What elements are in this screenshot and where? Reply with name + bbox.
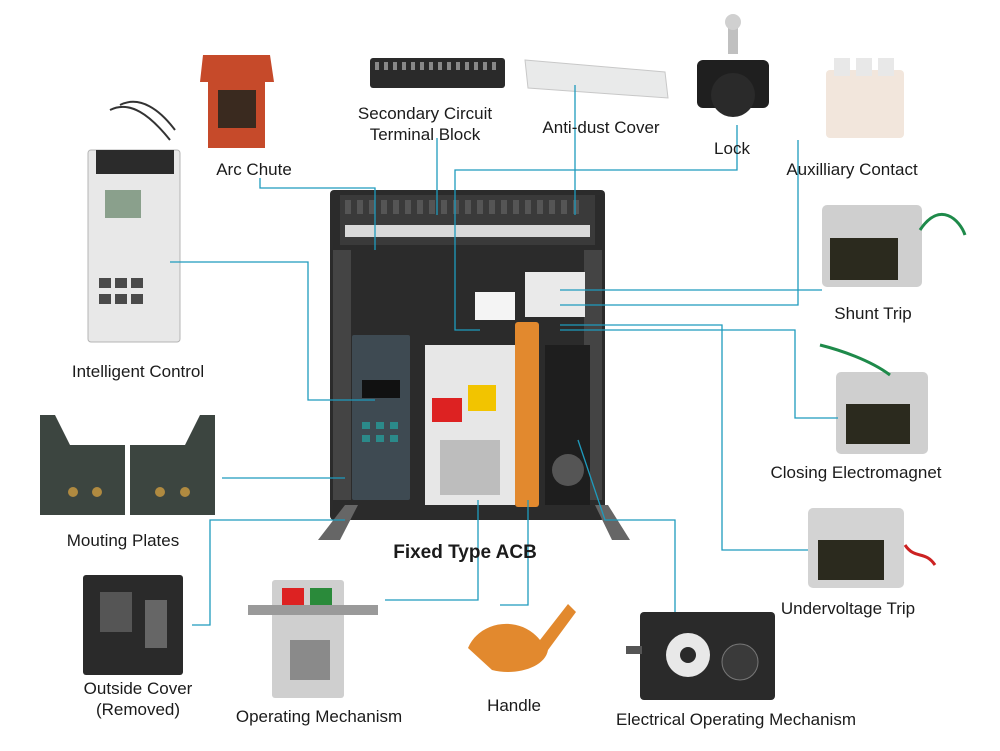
operating-mechanism-illustration (248, 580, 378, 698)
intelligent-control-illustration (87, 100, 181, 343)
page-title: Fixed Type ACB (393, 542, 537, 563)
label-arc-chute: Arc Chute (216, 160, 292, 179)
fixed-type-acb-illustration (318, 190, 630, 540)
handle-illustration (468, 604, 576, 672)
anti-dust-cover-illustration (524, 59, 669, 99)
outside-cover-illustration (83, 575, 183, 675)
lock-illustration (697, 14, 769, 117)
label-intelligent-control: Intelligent Control (71, 362, 205, 381)
label-outside-cover: Outside Cover (Removed) (83, 679, 193, 719)
label-shunt-trip: Shunt Trip (834, 304, 912, 323)
arc-chute-illustration (200, 55, 274, 148)
shunt-trip-illustration (822, 205, 967, 287)
leader-undervoltage-trip (560, 324, 808, 551)
label-mounting-plates: Mouting Plates (66, 531, 180, 550)
label-electrical-operating-mechanism: Electrical Operating Mechanism (616, 710, 856, 729)
leader-lines (170, 85, 838, 626)
leader-operating-mechanism (385, 500, 479, 601)
label-closing-electromagnet: Closing Electromagnet (770, 463, 942, 482)
electrical-operating-mechanism-illustration (626, 612, 775, 700)
leader-arc-chute (259, 178, 376, 250)
terminal-block-illustration (370, 58, 505, 88)
leader-auxiliary-contact (560, 140, 799, 306)
label-lock: Lock (714, 139, 750, 158)
label-undervoltage-trip: Undervoltage Trip (780, 599, 916, 618)
label-secondary-circuit-terminal-block: Secondary Circuit Terminal Block (357, 104, 493, 144)
leader-intelligent-control (170, 261, 375, 401)
leader-outside-cover (192, 519, 345, 626)
label-operating-mechanism: Operating Mechanism (235, 707, 403, 726)
mounting-plates-illustration (40, 415, 215, 515)
leader-electrical-operating-mechanism (577, 439, 676, 612)
auxiliary-contact-illustration (826, 58, 904, 138)
leader-closing-electromagnet (560, 329, 838, 419)
label-handle: Handle (487, 696, 541, 715)
leader-lock (454, 125, 738, 331)
leader-handle (500, 500, 529, 606)
label-auxiliary-contact: Auxilliary Contact (786, 160, 918, 179)
undervoltage-trip-illustration (808, 508, 937, 588)
label-anti-dust-cover: Anti-dust Cover (542, 118, 660, 137)
closing-electromagnet-illustration (819, 343, 928, 454)
